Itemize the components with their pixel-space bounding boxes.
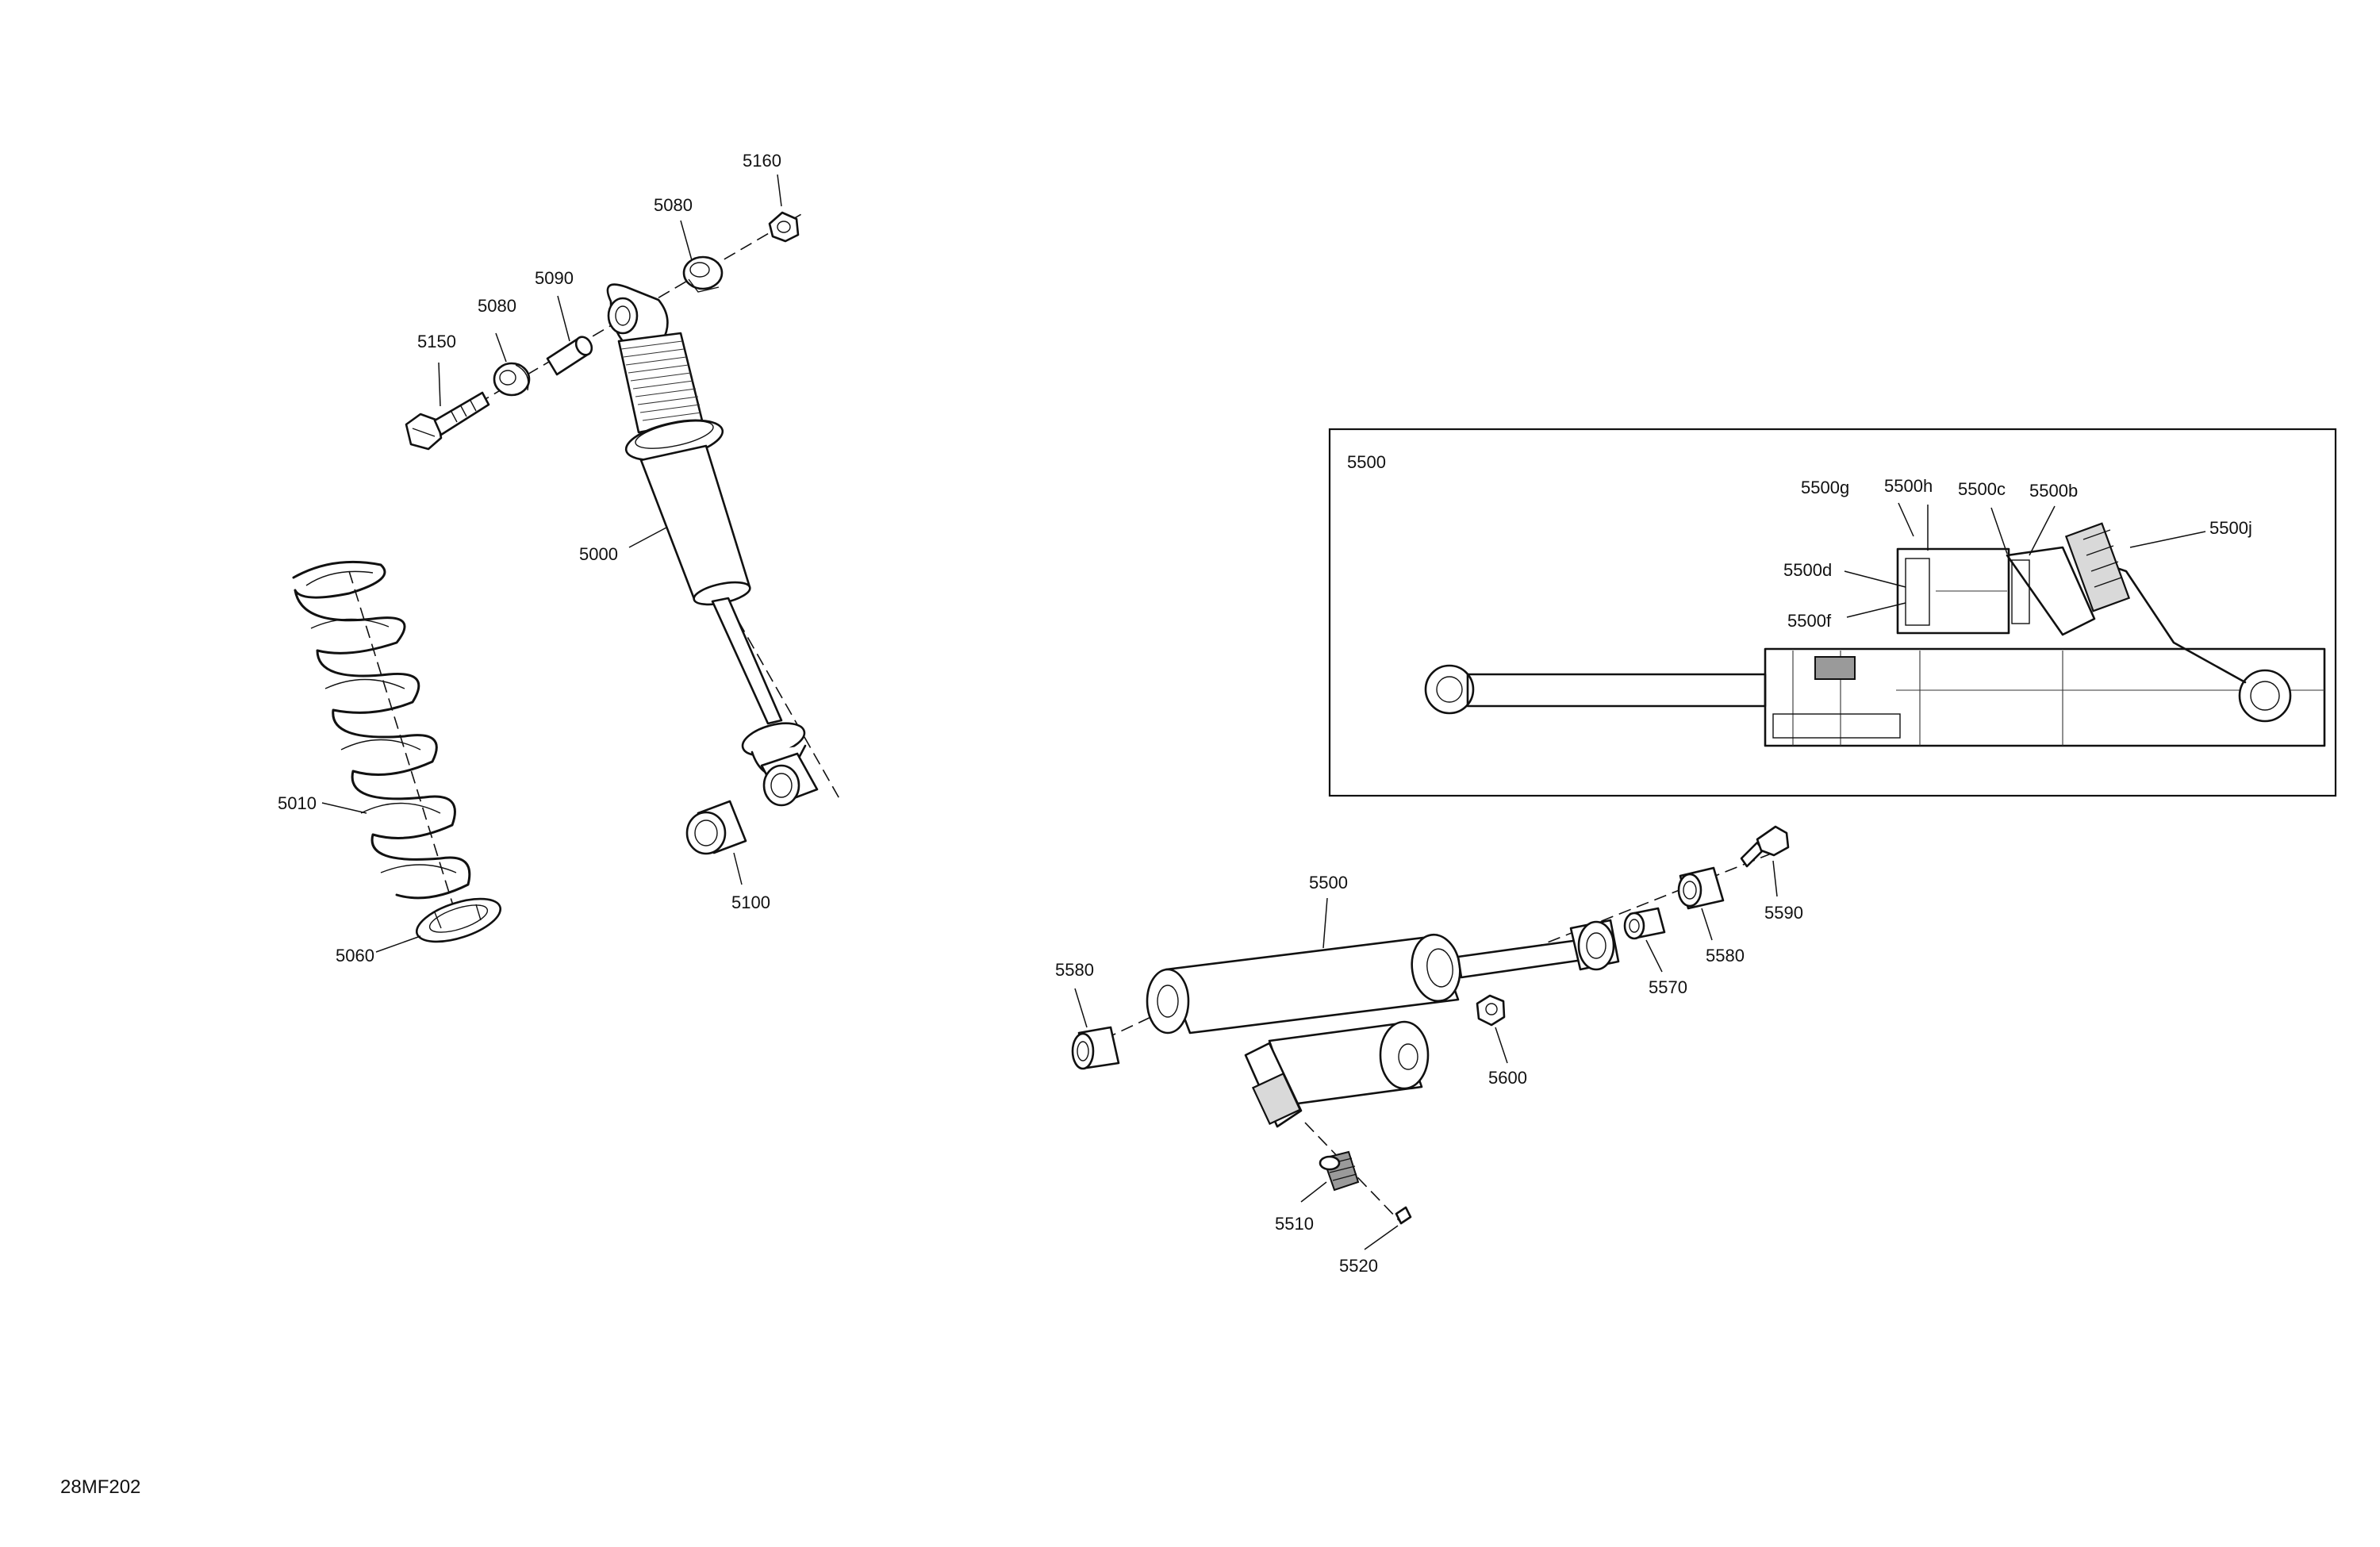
nut-5600	[1476, 994, 1506, 1027]
callout-5590: 5590	[1764, 903, 1803, 923]
leader-5580-left	[1074, 988, 1088, 1028]
leader-5500j	[2129, 531, 2206, 548]
bolt-5590	[1740, 825, 1790, 868]
leader-5000	[628, 527, 667, 548]
leader-5500g	[1898, 502, 1914, 537]
leader-5500	[1322, 897, 1328, 949]
nut-5160	[768, 211, 800, 243]
cutaway-shock-drawing	[1424, 522, 2326, 747]
callout-5520: 5520	[1339, 1256, 1378, 1276]
shock-5000	[606, 283, 807, 778]
leader-5510	[1300, 1181, 1327, 1203]
bushings-5100	[685, 752, 819, 855]
callout-5080-top: 5080	[654, 195, 693, 215]
front-shock-group	[292, 211, 842, 943]
leader-5500f	[1846, 602, 1906, 618]
detail-inset-frame	[1328, 428, 2337, 797]
leader-5010	[321, 802, 367, 814]
spacer-5090	[546, 336, 593, 376]
spring-axis-line	[348, 570, 461, 929]
shock-5500	[1146, 933, 1584, 1128]
leader-5090	[557, 295, 570, 342]
bushing-5080-top	[682, 255, 724, 293]
callout-5000: 5000	[579, 544, 618, 564]
bushing-5580-left	[1071, 1026, 1120, 1070]
callout-5500d: 5500d	[1783, 560, 1832, 580]
leader-5600	[1495, 1027, 1508, 1064]
bolt-5150	[405, 391, 490, 451]
detail-inset-5500: 5500 5500g 5500h 5500c 5500b 5500j 5500d…	[1328, 428, 2337, 797]
leader-5080-left	[495, 332, 507, 363]
spacer-5570	[1623, 907, 1666, 940]
leader-5580-right	[1701, 908, 1713, 941]
callout-5010: 5010	[278, 793, 317, 813]
adjuster-knob-5510	[1319, 1150, 1360, 1192]
spring-5010	[292, 560, 471, 929]
leader-5500c	[1990, 507, 2008, 555]
leader-5520	[1364, 1225, 1399, 1250]
callout-labels: 5160 5080 5090 5080 5150 5000 5010 5060 …	[278, 151, 1803, 1276]
callout-5080-left: 5080	[478, 296, 516, 316]
callout-5500c: 5500c	[1958, 479, 2006, 499]
leader-5080-top	[680, 220, 693, 261]
callout-5570: 5570	[1649, 977, 1687, 997]
callout-5500g: 5500g	[1801, 478, 1849, 497]
detail-inset-title: 5500	[1347, 452, 1386, 472]
callout-5600: 5600	[1488, 1068, 1527, 1088]
leader-5060	[375, 935, 421, 953]
callout-5500j: 5500j	[2209, 518, 2252, 538]
bushing-5080-left	[493, 362, 531, 397]
leader-5500b	[2029, 505, 2056, 556]
leader-lines	[321, 174, 1778, 1250]
callout-5500f: 5500f	[1787, 611, 1832, 631]
callout-5500h: 5500h	[1884, 476, 1933, 496]
leader-5570	[1645, 939, 1663, 973]
callout-5500: 5500	[1309, 873, 1348, 892]
callout-5580-right: 5580	[1706, 946, 1745, 965]
screw-5520	[1395, 1206, 1412, 1225]
callout-5500b: 5500b	[2029, 481, 2078, 501]
leader-5100	[733, 852, 743, 885]
callout-5100: 5100	[731, 892, 770, 912]
callout-5150: 5150	[417, 332, 456, 351]
callout-5510: 5510	[1275, 1214, 1314, 1234]
leader-5160	[777, 174, 782, 207]
leader-5150	[438, 362, 441, 407]
drawing-code: 28MF202	[60, 1476, 140, 1498]
spring-seat-5060	[415, 897, 502, 943]
rear-shock-group	[1071, 825, 1790, 1225]
bushing-5580-right	[1677, 866, 1725, 910]
leader-5590	[1772, 860, 1778, 897]
callout-5060: 5060	[336, 946, 374, 965]
leader-5500d	[1844, 570, 1906, 588]
callout-5090: 5090	[535, 268, 574, 288]
bushing-eye-right	[1569, 919, 1620, 971]
callout-5160: 5160	[743, 151, 781, 171]
callout-5580-left: 5580	[1055, 960, 1094, 980]
